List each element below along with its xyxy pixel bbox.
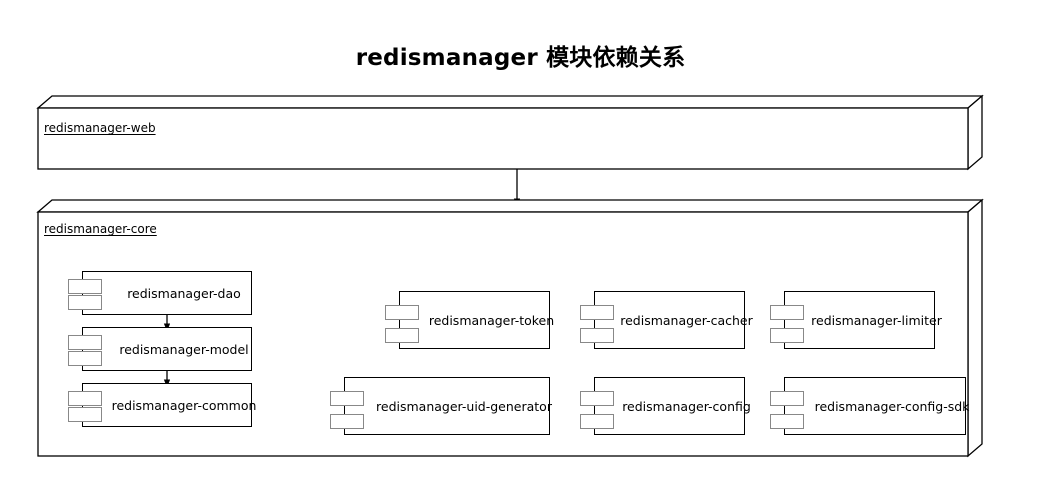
component-tab-upper-icon	[68, 279, 102, 294]
component-config[interactable]: redismanager-config	[580, 377, 751, 435]
component-config-sdk-body	[784, 377, 966, 435]
component-limiter[interactable]: redismanager-limiter	[770, 291, 942, 349]
component-uid-generator[interactable]: redismanager-uid-generator	[330, 377, 552, 435]
component-tab-upper-icon	[330, 391, 364, 406]
component-cacher-body	[594, 291, 745, 349]
component-dao-body	[82, 271, 252, 315]
component-tab-lower-icon	[580, 414, 614, 429]
component-model[interactable]: redismanager-model	[68, 327, 252, 371]
component-config-label: redismanager-config	[622, 398, 751, 414]
component-uid-generator-label: redismanager-uid-generator	[376, 398, 552, 414]
component-limiter-body	[784, 291, 935, 349]
component-limiter-label: redismanager-limiter	[811, 312, 942, 328]
package-label-core: redismanager-core	[44, 222, 157, 236]
component-config-sdk[interactable]: redismanager-config-sdk	[770, 377, 970, 435]
component-tab-lower-icon	[580, 328, 614, 343]
component-tab-lower-icon	[770, 328, 804, 343]
component-common[interactable]: redismanager-common	[68, 383, 257, 427]
component-tab-lower-icon	[770, 414, 804, 429]
component-tab-lower-icon	[330, 414, 364, 429]
component-common-label: redismanager-common	[111, 397, 257, 413]
component-dao[interactable]: redismanager-dao	[68, 271, 252, 315]
component-tab-lower-icon	[68, 407, 102, 422]
diagram-title: redismanager 模块依赖关系	[355, 45, 686, 71]
component-model-body	[82, 327, 252, 371]
component-tab-upper-icon	[385, 305, 419, 320]
component-uid-generator-body	[344, 377, 550, 435]
component-model-label: redismanager-model	[119, 341, 249, 357]
component-token-body	[399, 291, 550, 349]
component-config-sdk-label: redismanager-config-sdk	[814, 398, 970, 414]
component-cacher[interactable]: redismanager-cacher	[580, 291, 753, 349]
component-tab-lower-icon	[68, 351, 102, 366]
component-cacher-label: redismanager-cacher	[620, 312, 753, 328]
component-tab-upper-icon	[770, 391, 804, 406]
component-tab-upper-icon	[580, 391, 614, 406]
component-tab-lower-icon	[385, 328, 419, 343]
component-tab-upper-icon	[770, 305, 804, 320]
package-web-shape	[36, 94, 984, 171]
component-tab-upper-icon	[580, 305, 614, 320]
component-tab-upper-icon	[68, 335, 102, 350]
package-label-web: redismanager-web	[44, 121, 156, 135]
component-common-body	[82, 383, 252, 427]
component-config-body	[594, 377, 745, 435]
component-token[interactable]: redismanager-token	[385, 291, 555, 349]
component-tab-lower-icon	[68, 295, 102, 310]
component-dao-label: redismanager-dao	[127, 285, 241, 301]
component-token-label: redismanager-token	[428, 312, 555, 328]
component-tab-upper-icon	[68, 391, 102, 406]
